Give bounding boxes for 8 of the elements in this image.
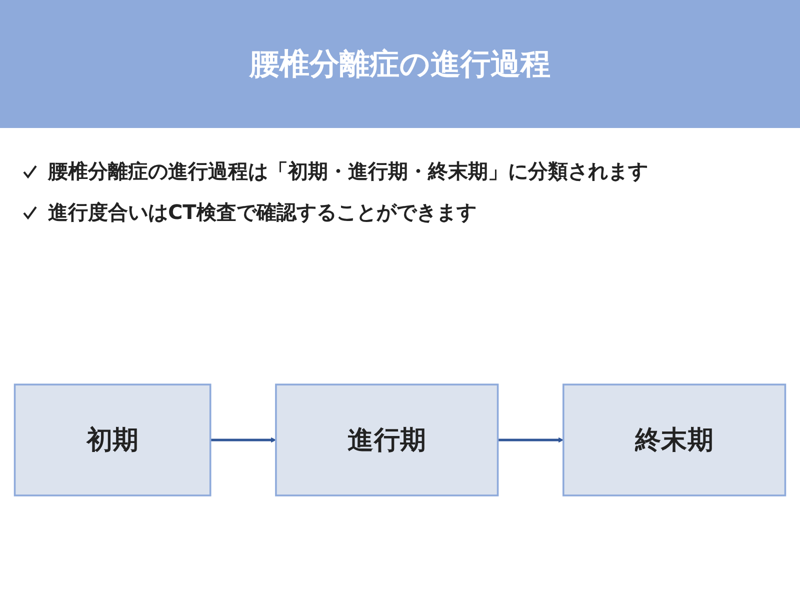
arrow [498, 437, 564, 443]
bullet-text: 腰椎分離症の進行過程は「初期・進行期・終末期」に分類されます [48, 158, 648, 185]
node-box: 終末期 [562, 384, 786, 496]
bullet-text: 進行度合いはCT検査で確認することができます [48, 199, 476, 226]
node-box: 進行期 [275, 384, 499, 496]
title: 腰椎分離症の進行過程 [250, 46, 550, 84]
node-box: 初期 [14, 384, 212, 496]
arrow [210, 437, 276, 443]
